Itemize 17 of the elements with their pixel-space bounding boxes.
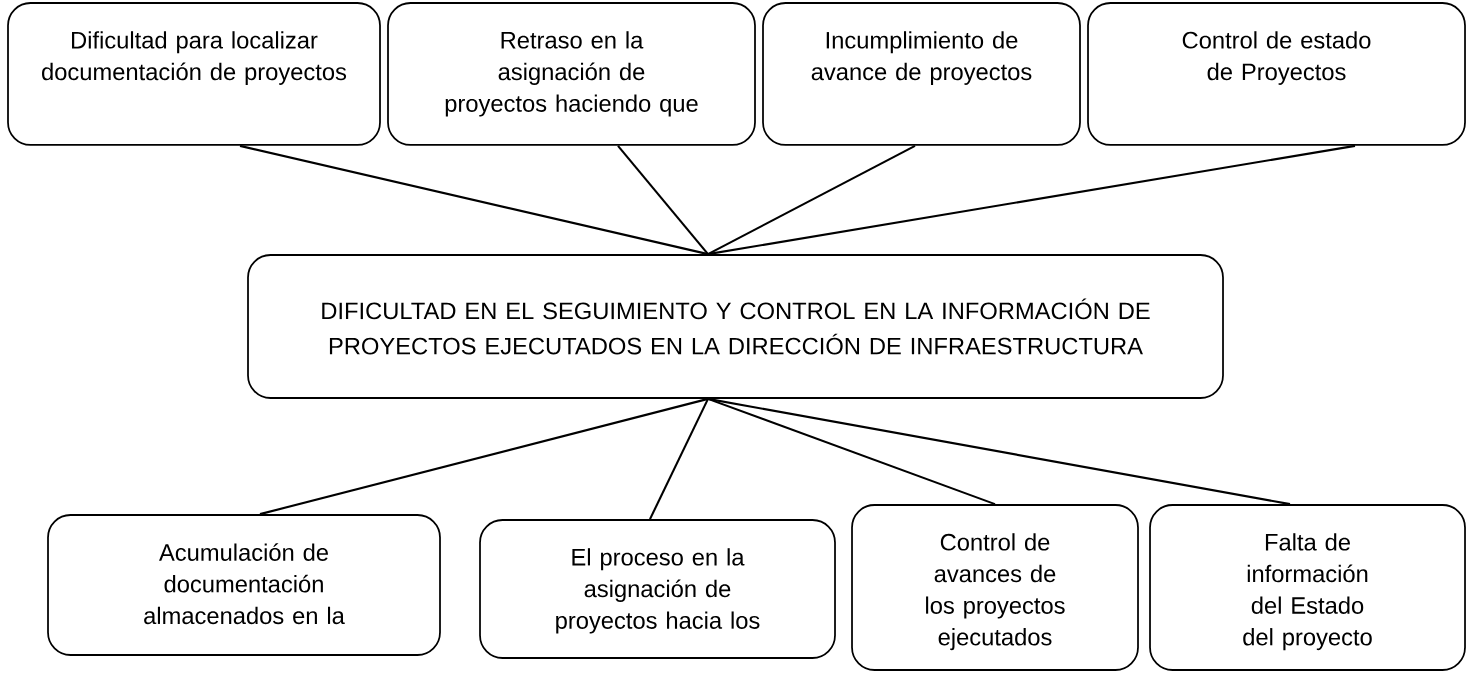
connector-line (707, 144, 916, 256)
connector-line (239, 144, 709, 256)
rounded-box: Control de avances de los proyectos ejecutados (851, 504, 1139, 671)
connector-line (617, 145, 709, 255)
connector-line (707, 397, 1291, 506)
rounded-box: Falta de información del Estado del proyecto (1149, 504, 1466, 671)
rounded-box: Incumplimiento de avance de proyectos (762, 2, 1081, 146)
rounded-box: Acumulación de documentación almacenados en la (47, 514, 441, 656)
rounded-box: DIFICULTAD EN EL SEGUIMIENTO Y CONTROL EN LA INFORMACIÓN DE PROYECTOS EJECUTADOS EN LA DIRECCIÓN DE INFRAESTRUCTURA (247, 254, 1224, 399)
rounded-box: Control de estado de Proyectos (1087, 2, 1466, 146)
rounded-box: El proceso en la asignación de proyectos hacia los (479, 519, 836, 659)
rounded-box: Dificultad para localizar documentación de proyectos (7, 2, 381, 146)
connector-line (707, 144, 1356, 256)
connector-line (707, 397, 996, 506)
connector-line (649, 398, 709, 520)
rounded-box: Retraso en la asignación de proyectos haciendo que (387, 2, 756, 146)
connector-line (259, 397, 709, 516)
